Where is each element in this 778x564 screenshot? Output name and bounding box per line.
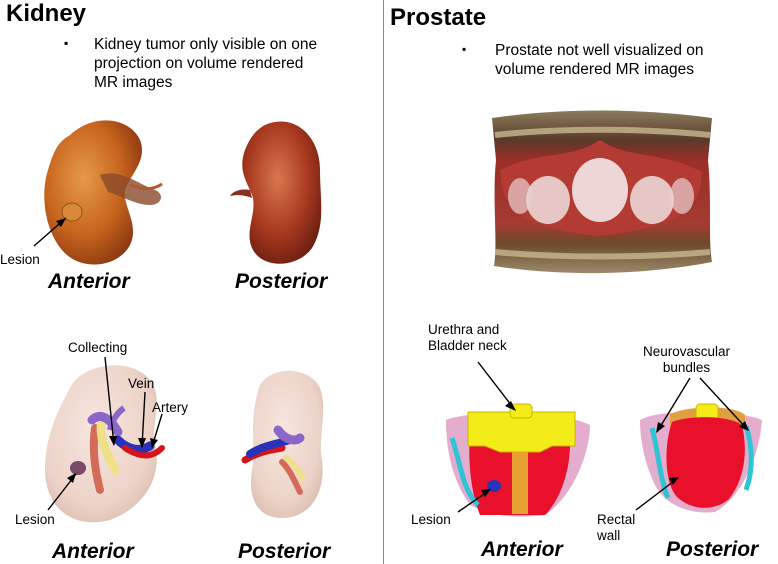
kidney-anterior-model [45,365,165,523]
neurovascular-label-line-2: bundles [662,360,711,375]
prostate-bullet: Prostate not well visualized on volume r… [495,41,775,79]
urethra-arrow [477,361,516,411]
collecting-label: Collecting [68,340,128,355]
kidney-title: Kidney [6,0,87,27]
kidney-bullet-line-2: projection on volume rendered [94,55,304,72]
kidney-anterior-render [44,120,163,265]
rectal-wall-arrow [635,477,679,511]
lesion-label-top: Lesion [0,252,40,267]
neurovascular-label-line-1: Neurovascular [643,344,731,359]
lesion-arrow-bottom [47,473,77,511]
vein-arrow [138,391,146,448]
urethra-label-line-1: Urethra and [428,322,500,337]
rectal-wall-label-line-1: Rectal [597,512,636,527]
rectal-wall-label: Rectal wall [597,512,635,544]
rectal-wall-label-line-2: wall [597,528,621,543]
prostate-lesion-label: Lesion [411,512,451,527]
prostate-mri-volume-render [492,110,712,274]
urethra-label-line-2: Bladder neck [428,338,507,353]
kidney-bottom-anterior-label: Anterior [52,540,134,563]
prostate-posterior-model [640,403,762,513]
urethra-label: Urethra and Bladder neck [428,322,507,354]
neurovascular-label: Neurovascular bundles [643,344,730,376]
prostate-title: Prostate [390,4,487,31]
prostate-bullet-line-2: volume rendered MR images [495,61,695,78]
kidney-bullet: Kidney tumor only visible on one project… [94,35,384,92]
panel-divider [383,0,384,564]
prostate-anterior-label: Anterior [481,538,563,561]
kidney-bullet-line-3: MR images [94,74,173,91]
artery-arrow [150,413,163,448]
vein-label: Vein [128,376,155,391]
lesion-label-bottom: Lesion [15,512,55,527]
kidney-posterior-render [230,121,322,264]
collecting-arrow [104,356,117,446]
kidney-bullet-marker: ▪ [64,36,69,50]
prostate-bullet-marker: ▪ [462,42,467,56]
kidney-bottom-posterior-label: Posterior [238,540,331,563]
prostate-lesion-arrow [457,489,491,513]
kidney-top-posterior-label: Posterior [235,270,328,293]
artery-label: Artery [152,400,189,415]
kidney-bullet-line-1: Kidney tumor only visible on one [94,36,318,53]
neurovascular-arrow-left [656,377,691,433]
neurovascular-arrow-right [699,377,749,431]
prostate-bullet-line-1: Prostate not well visualized on [495,42,704,59]
kidney-posterior-model [241,370,324,518]
kidney-top-anterior-label: Anterior [48,270,130,293]
prostate-posterior-label: Posterior [666,538,759,561]
prostate-anterior-model [446,403,590,517]
